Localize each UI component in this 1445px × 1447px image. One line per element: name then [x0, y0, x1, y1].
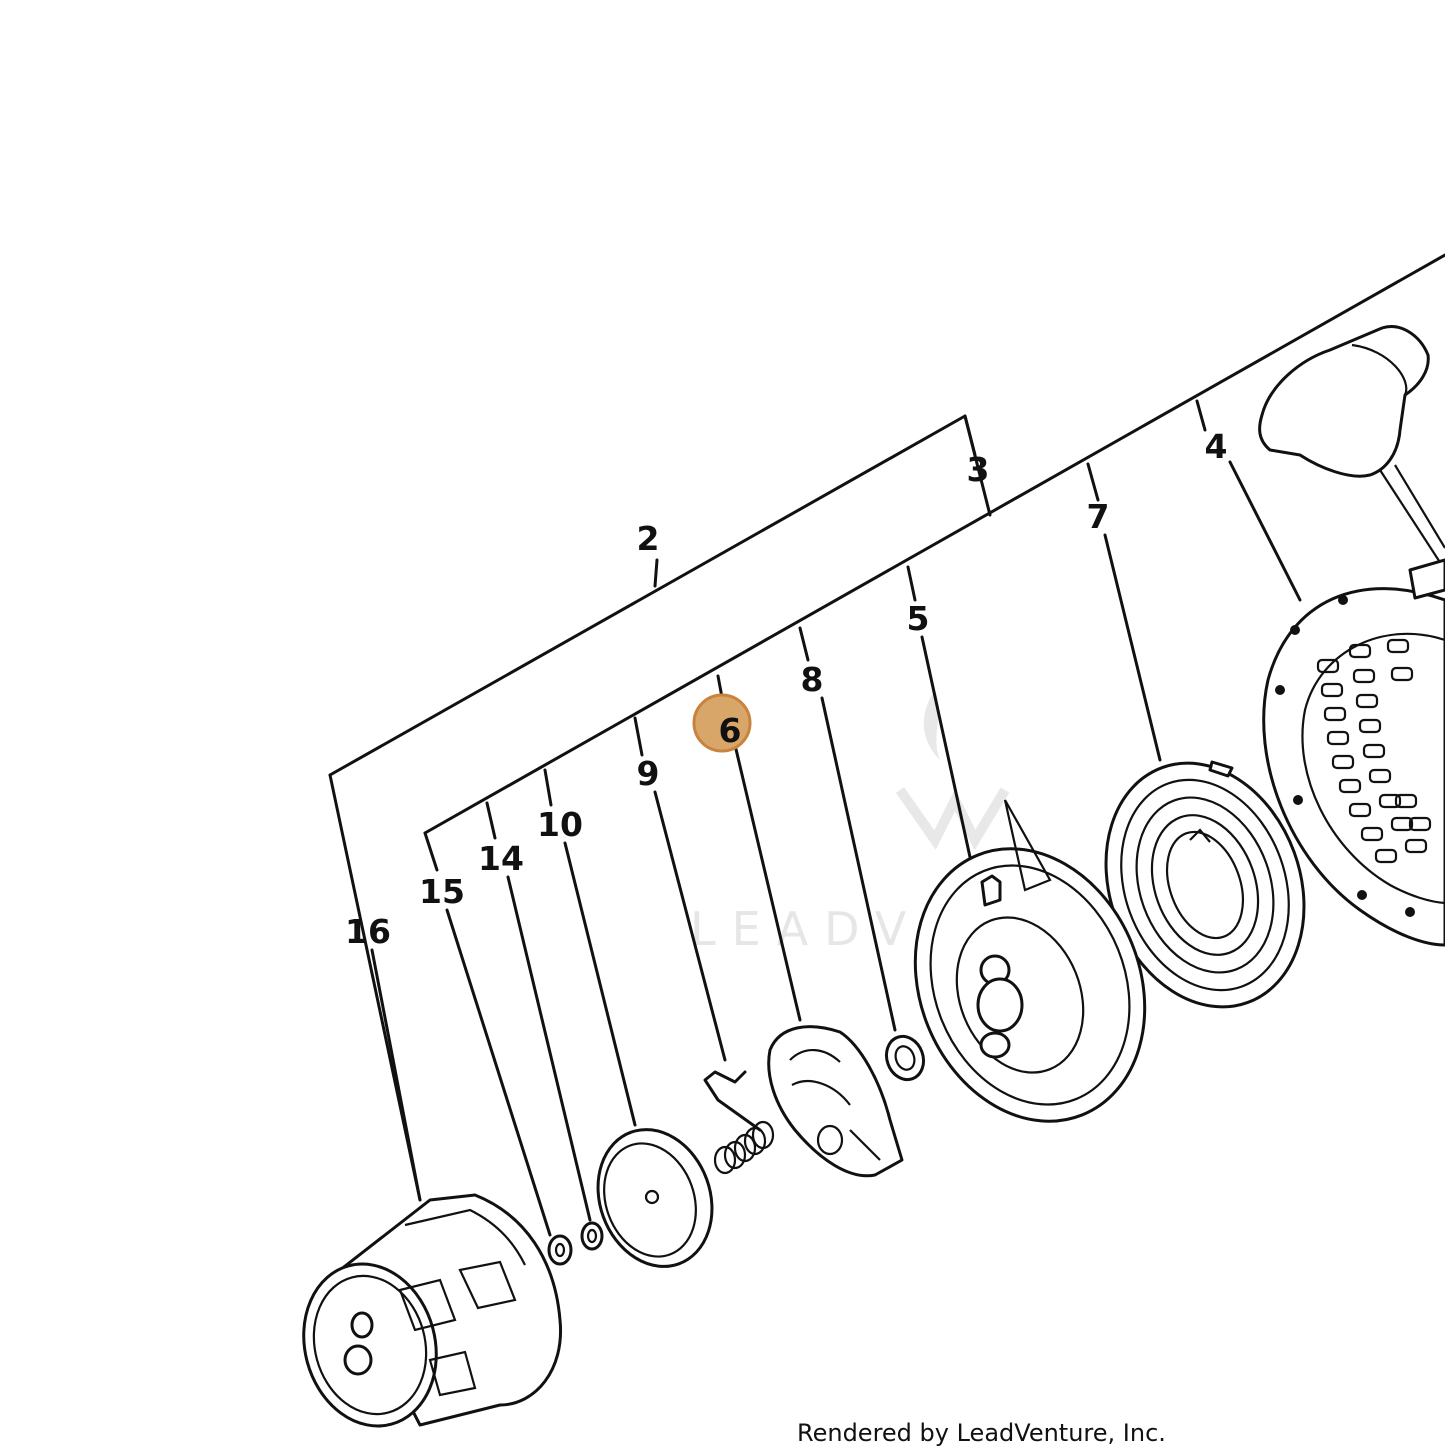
wire-spring-part-9: [703, 1070, 762, 1132]
callout-15[interactable]: 15: [419, 872, 465, 911]
reel-part-5: [913, 799, 1147, 1123]
callout-5[interactable]: 5: [907, 599, 930, 638]
recoil-spring-part-7: [1104, 760, 1306, 1009]
callout-10[interactable]: 10: [537, 805, 583, 844]
render-credit: Rendered by LeadVenture, Inc.: [797, 1419, 1166, 1447]
callout-9[interactable]: 9: [637, 754, 660, 793]
callout-7[interactable]: 7: [1087, 497, 1110, 536]
pulley-cup-part-16: [302, 1193, 563, 1428]
callout-3[interactable]: 3: [967, 450, 990, 489]
callout-14[interactable]: 14: [478, 839, 524, 878]
callout-labels: 2 3 4 5 6 7 8 9 10 14 15 16: [345, 427, 1227, 951]
plate-part-10: [596, 1128, 714, 1268]
nut-part-15: [547, 1234, 573, 1266]
callout-16[interactable]: 16: [345, 912, 391, 951]
callout-2[interactable]: 2: [637, 519, 660, 558]
starter-case-part-4: [1258, 325, 1445, 947]
callout-6[interactable]: 6: [719, 711, 742, 750]
washer-part-8: [884, 1034, 926, 1082]
ratchet-part-6: [767, 1025, 904, 1178]
leader-lines: [328, 253, 1445, 1237]
coil-spring: [713, 1120, 775, 1175]
callout-4[interactable]: 4: [1205, 427, 1228, 466]
callout-8[interactable]: 8: [801, 660, 824, 699]
case-slots: [1316, 638, 1432, 864]
washer-part-14: [580, 1221, 604, 1251]
highlight-marker: [692, 693, 752, 753]
